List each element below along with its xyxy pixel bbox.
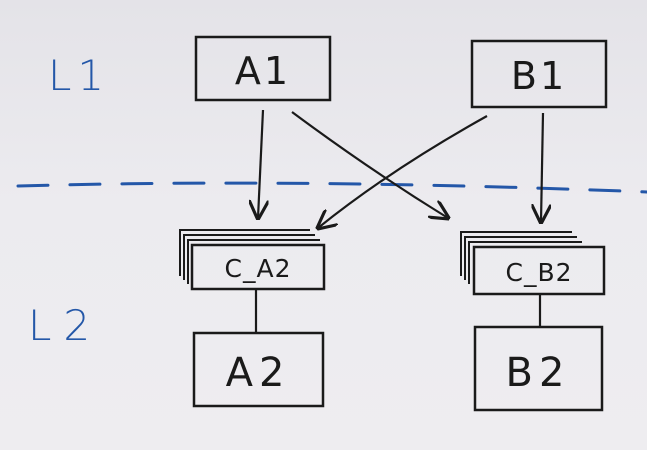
layer-label-l1: L1 bbox=[48, 51, 110, 100]
node-b2-label: B2 bbox=[506, 350, 571, 396]
layer-label-l2: L2 bbox=[28, 301, 102, 350]
node-b2: B2 bbox=[473, 325, 604, 412]
arrow-a1-to-cb2 bbox=[291, 111, 448, 218]
node-a1: A1 bbox=[194, 35, 332, 102]
arrow-b1-to-ca2 bbox=[318, 115, 488, 228]
node-a1-label: A1 bbox=[235, 49, 291, 93]
node-b1-label: B1 bbox=[511, 54, 567, 98]
arrow-a1-to-ca2 bbox=[258, 109, 263, 218]
node-a2: A2 bbox=[192, 331, 325, 408]
node-b1: B1 bbox=[470, 39, 608, 109]
node-a2-label: A2 bbox=[226, 350, 291, 396]
layer-divider bbox=[16, 181, 647, 194]
node-c-b2-label: C_B2 bbox=[505, 258, 572, 287]
arrow-b1-to-cb2 bbox=[541, 112, 543, 222]
node-c-a2-label: C_A2 bbox=[225, 254, 292, 283]
node-c-b2-stack: C_B2 bbox=[460, 231, 606, 296]
node-c-a2-stack: C_A2 bbox=[179, 229, 326, 291]
